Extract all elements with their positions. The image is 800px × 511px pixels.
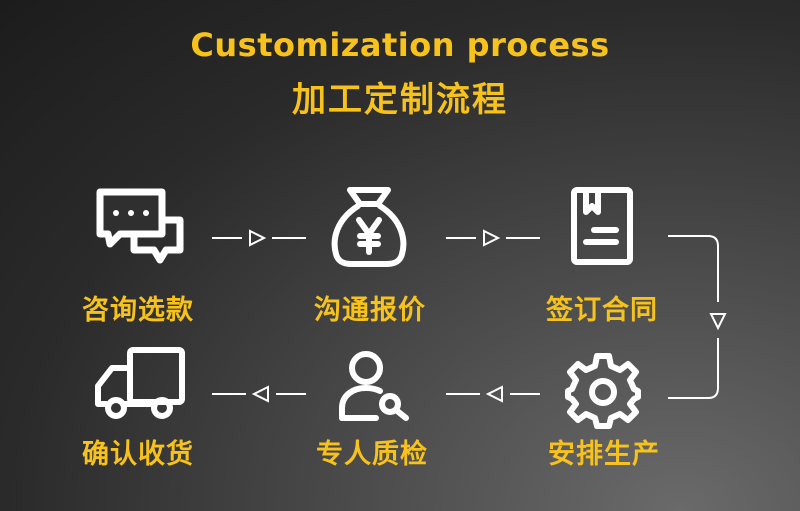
arrow-right-connector <box>212 228 306 252</box>
down-turn-connector <box>668 234 728 404</box>
step-label-consult: 咨询选款 <box>82 295 194 326</box>
step-label-production: 安排生产 <box>548 439 660 470</box>
step-label-contract: 签订合同 <box>546 295 658 326</box>
title-chinese: 加工定制流程 <box>292 80 508 120</box>
truck-icon <box>94 346 186 422</box>
inspector-icon <box>338 350 414 422</box>
step-label-inspection: 专人质检 <box>316 439 428 470</box>
arrow-right-connector <box>446 228 540 252</box>
step-label-quote: 沟通报价 <box>314 295 426 326</box>
money-bag-icon <box>330 186 408 268</box>
gear-icon <box>564 352 642 430</box>
step-label-receipt: 确认收货 <box>82 439 194 470</box>
chat-bubbles-icon <box>96 188 188 268</box>
title-english: Customization process <box>190 26 610 64</box>
contract-icon <box>570 186 634 266</box>
arrow-left-connector <box>212 384 306 408</box>
arrow-left-connector <box>446 384 540 408</box>
